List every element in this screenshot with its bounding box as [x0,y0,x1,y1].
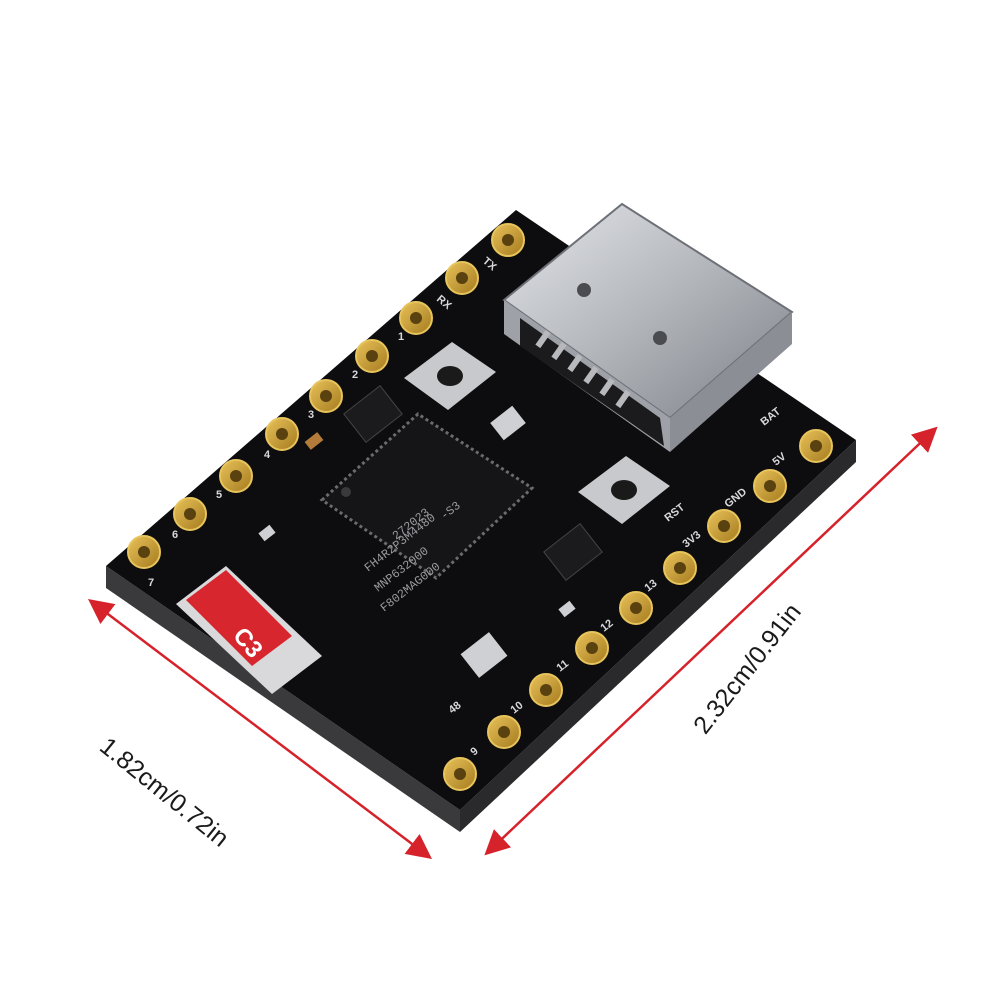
crystal [460,632,508,678]
pin-label-3: 3 [308,409,314,421]
pin-label-12: 12 [598,617,615,634]
voltage-regulator [343,384,403,444]
capacitor [304,432,324,450]
pin-label-13: 13 [642,577,659,594]
pcb-edge-right [460,440,856,832]
voltage-regulator [543,522,603,582]
height-dimension-arrow [484,426,938,856]
pcb-edge [106,566,460,832]
pin-header-left: TX RX 1 2 3 4 5 6 7 [127,223,525,589]
pin-label-2: 2 [352,369,358,381]
antenna-module: C3 [176,566,322,694]
pin-label-1: 1 [398,331,404,343]
reset-button [578,456,670,524]
capacitor [490,405,526,441]
pin-label-5: 5 [216,489,222,501]
usb-c-connector [502,202,794,452]
pin-label-10: 10 [508,699,525,716]
boot-button [404,342,496,410]
width-dimension-arrow [88,598,432,860]
pin-label-6: 6 [172,529,178,541]
capacitor [558,600,576,618]
pin-label-48: 48 [446,699,463,716]
capacitor [258,524,276,542]
pin-label-7: 7 [148,577,154,589]
pin-label-4: 4 [264,449,271,461]
